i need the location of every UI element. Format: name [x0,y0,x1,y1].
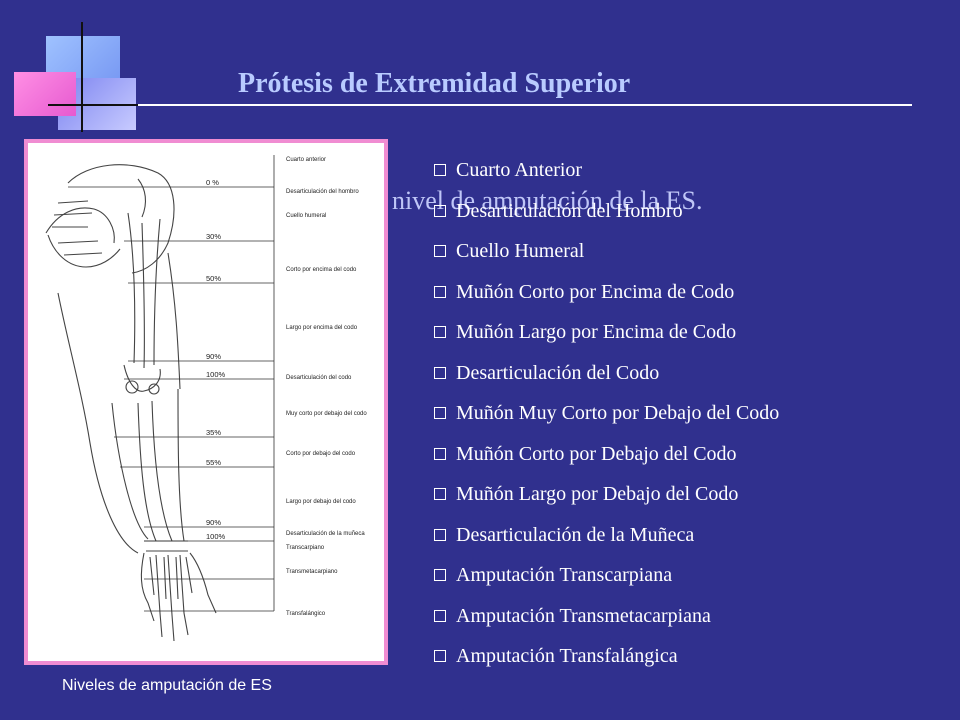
empty-square-icon [434,650,446,663]
figure-caption: Niveles de amputación de ES [62,677,272,694]
decorative-horizontal-line [48,104,138,106]
list-item-label: Amputación Transfalángica [456,645,678,668]
arm-amputation-levels-figure: 0 % 30% 50% 90% 100% 35% 55% 90% 100% Cu… [24,139,388,665]
figure-level-label: Desarticulación de la muñeca [286,531,365,537]
list-item: Cuarto Anterior [434,150,779,191]
empty-square-icon [434,609,446,622]
list-item: Amputación Transcarpiana [434,555,779,596]
list-item: Amputación Transfalángica [434,636,779,677]
list-item-label: Muñón Corto por Encima de Codo [456,280,735,303]
list-item: Muñón Largo por Debajo del Codo [434,474,779,515]
list-item-label: Muñón Corto por Debajo del Codo [456,442,737,465]
percent-label: 90% [206,352,221,361]
empty-square-icon [434,245,446,258]
list-item-label: Amputación Transmetacarpiana [456,604,711,627]
slide-title: Prótesis de Extremidad Superior [238,68,631,99]
list-item-label: Desarticulación de la Muñeca [456,523,695,546]
percent-label: 35% [206,428,221,437]
title-underline [48,104,912,106]
empty-square-icon [434,528,446,541]
empty-square-icon [434,447,446,460]
list-item: Desarticulación de la Muñeca [434,515,779,556]
list-item-label: Desarticulación del Hombro [456,199,683,222]
list-item: Muñón Largo por Encima de Codo [434,312,779,353]
list-item-label: Muñón Largo por Encima de Codo [456,321,737,344]
decorative-square-pink [14,72,76,116]
amputation-levels-list: Cuarto Anterior Desarticulación del Homb… [434,150,779,677]
figure-level-label: Desarticulación del codo [286,375,352,381]
empty-square-icon [434,164,446,177]
decorative-vertical-line [81,22,83,132]
figure-level-label: Corto por debajo del codo [286,451,356,457]
percent-label: 90% [206,518,221,527]
empty-square-icon [434,569,446,582]
list-item: Amputación Transmetacarpiana [434,596,779,637]
percent-label: 0 % [206,178,219,187]
list-item: Cuello Humeral [434,231,779,272]
percent-label: 100% [206,532,226,541]
percent-label: 100% [206,370,226,379]
list-item: Muñón Corto por Encima de Codo [434,272,779,313]
list-item-label: Muñón Muy Corto por Debajo del Codo [456,402,780,425]
empty-square-icon [434,488,446,501]
figure-level-label: Transfalángico [286,611,326,617]
empty-square-icon [434,285,446,298]
list-item-label: Amputación Transcarpiana [456,564,673,587]
empty-square-icon [434,326,446,339]
figure-level-label: Largo por encima del codo [286,325,358,331]
figure-level-label: Muy corto por debajo del codo [286,411,367,417]
percent-label: 30% [206,232,221,241]
list-item: Muñón Corto por Debajo del Codo [434,434,779,475]
percent-label: 50% [206,274,221,283]
figure-level-label: Largo por debajo del codo [286,499,356,505]
figure-level-label: Cuarto anterior [286,157,326,163]
list-item: Desarticulación del Codo [434,353,779,394]
list-item-label: Cuello Humeral [456,240,585,263]
figure-level-label: Desarticulación del hombro [286,189,359,195]
figure-level-label: Transcarpiano [286,545,325,551]
list-item-label: Desarticulación del Codo [456,361,660,384]
empty-square-icon [434,407,446,420]
background-subtitle-text: nivel de amputación de la ES. [392,186,703,215]
percent-label: 55% [206,458,221,467]
figure-level-label: Transmetacarpiano [286,569,338,575]
list-item-label: Muñón Largo por Debajo del Codo [456,483,739,506]
list-item-label: Cuarto Anterior [456,159,583,182]
figure-level-label: Cuello humeral [286,213,326,219]
figure-level-label: Corto por encima del codo [286,267,357,273]
list-item: Desarticulación del Hombro [434,191,779,232]
empty-square-icon [434,204,446,217]
empty-square-icon [434,366,446,379]
list-item: Muñón Muy Corto por Debajo del Codo [434,393,779,434]
arm-diagram: 0 % 30% 50% 90% 100% 35% 55% 90% 100% Cu… [45,155,367,642]
